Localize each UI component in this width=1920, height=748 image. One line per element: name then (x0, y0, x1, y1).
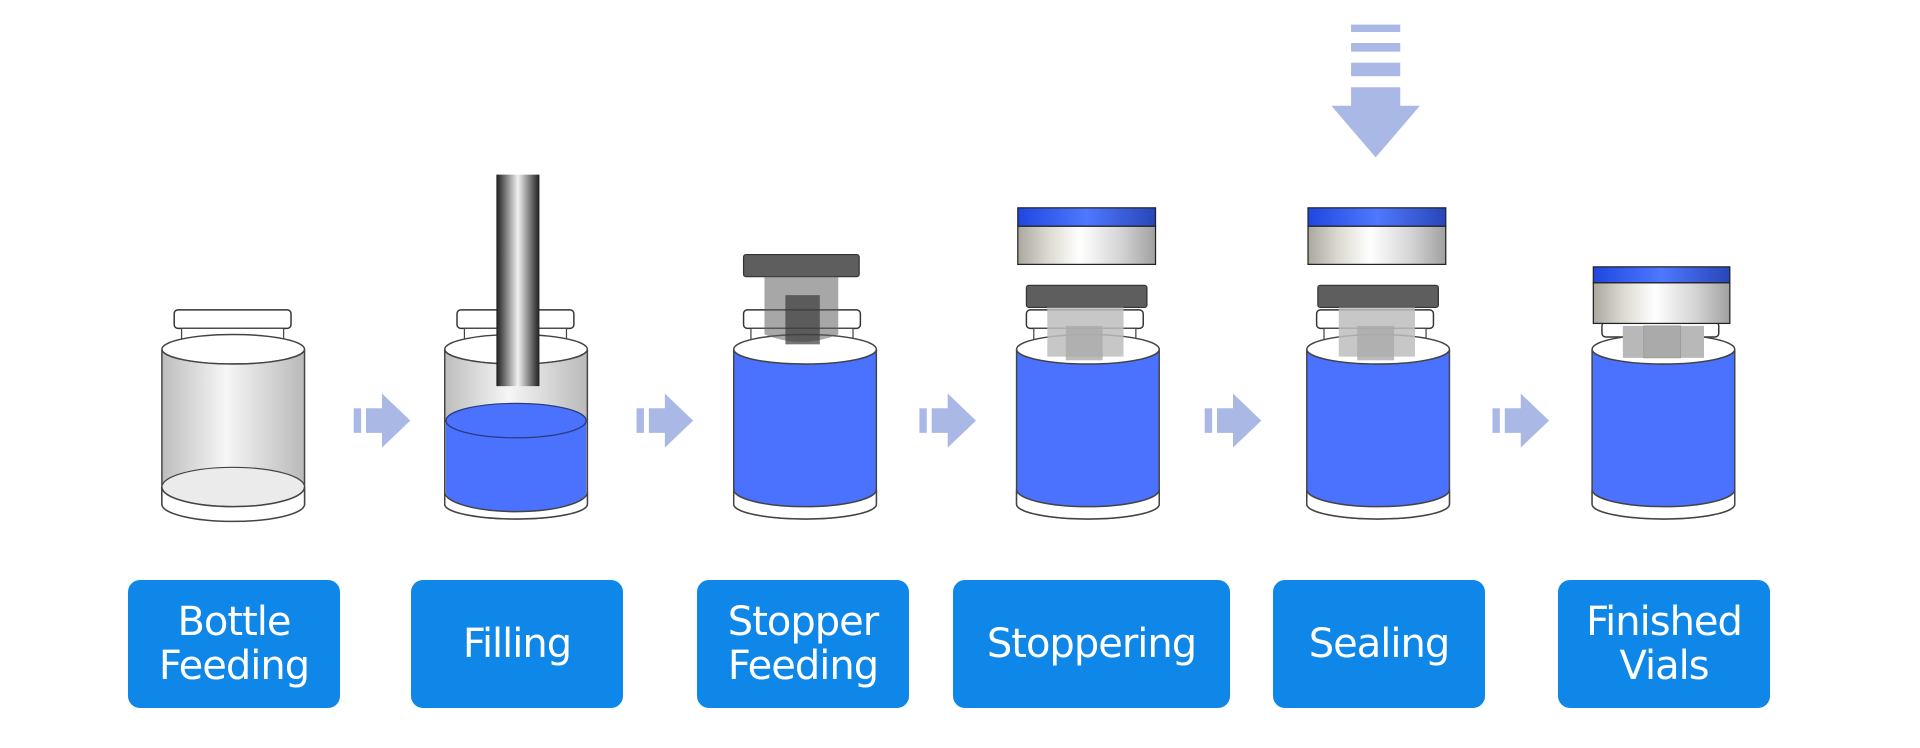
arrow-right-icon (1204, 393, 1262, 448)
arrow-down-icon (1331, 24, 1420, 158)
aluminum-cap-icon (1017, 207, 1157, 266)
vial-empty-icon (161, 309, 306, 523)
vial-filling-icon (443, 174, 589, 520)
rubber-stopper-icon (742, 253, 860, 345)
vial-stoppering-icon (1015, 207, 1160, 520)
step-label-bottle-feeding: Bottle Feeding (128, 580, 340, 708)
step-label-sealing: Sealing (1273, 580, 1485, 708)
step-label-filling: Filling (411, 580, 623, 708)
arrow-right-icon (919, 393, 976, 448)
vial-sealing-icon (1306, 207, 1451, 520)
vial-finished-icon (1591, 266, 1736, 520)
step-label-stoppering: Stoppering (953, 580, 1230, 708)
step-label-finished-vials: Finished Vials (1558, 580, 1770, 708)
arrow-right-icon (353, 393, 411, 448)
arrow-right-icon (636, 393, 694, 448)
arrow-right-icon (1492, 393, 1550, 448)
step-label-stopper-feeding: Stopper Feeding (697, 580, 909, 708)
aluminum-cap-icon (1307, 207, 1447, 266)
filling-needle-icon (496, 174, 540, 387)
vial-stopper-feeding-icon (732, 253, 878, 520)
